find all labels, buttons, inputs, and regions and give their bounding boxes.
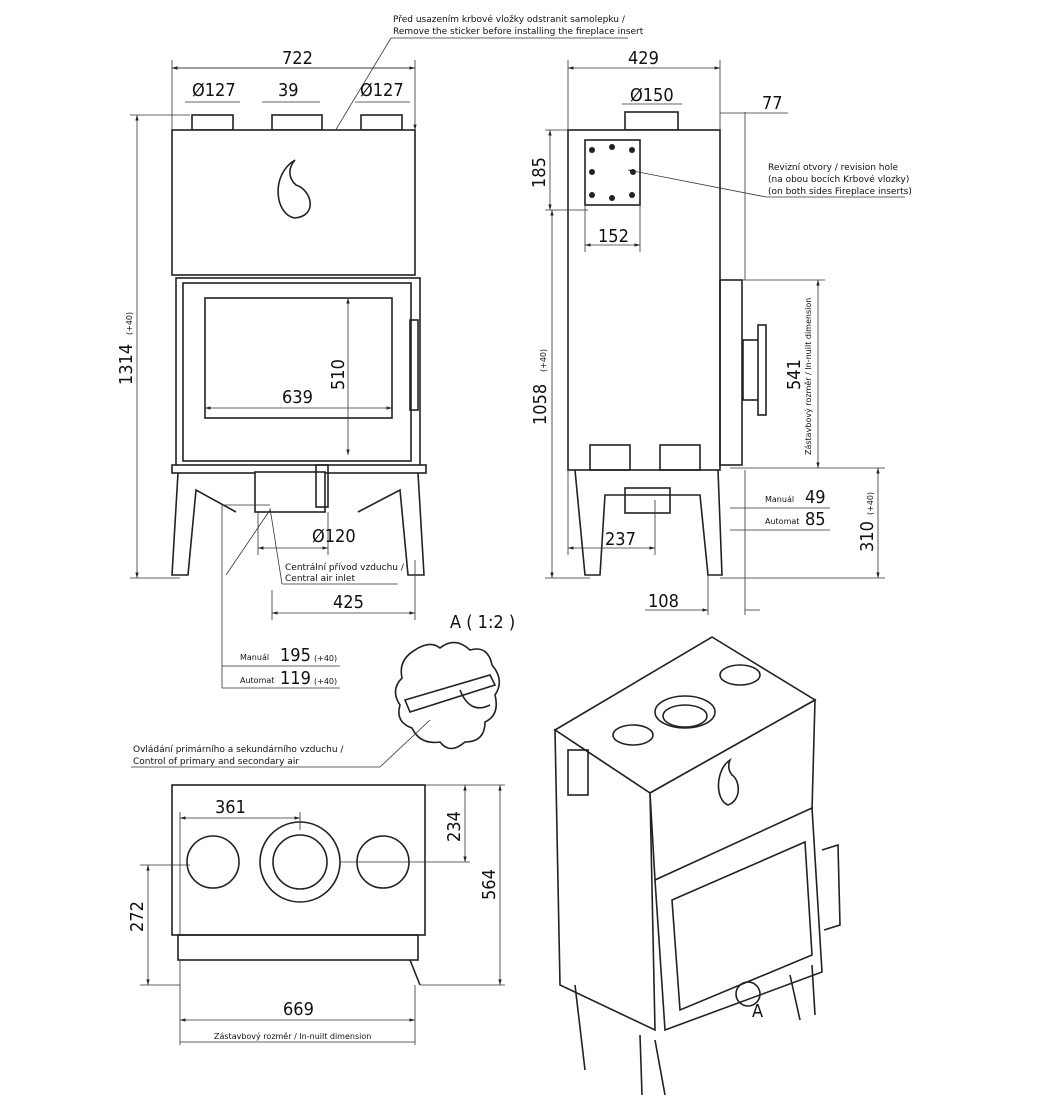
dim-top-width: 669 xyxy=(283,999,314,1020)
dim-side-collar: Ø150 xyxy=(630,85,674,106)
side-automat-label: Automat xyxy=(765,517,799,526)
dim-side-depth: 429 xyxy=(628,48,659,69)
dim-plate-height: 185 xyxy=(529,157,550,188)
dim-top-depth-center: 234 xyxy=(444,811,465,842)
sticker-note-en: Remove the sticker before installing the… xyxy=(393,27,644,37)
dim-glass-height: 510 xyxy=(328,359,349,390)
built-in-note-side: Zástavbový rozměr / In-nuilt dimension xyxy=(804,298,813,455)
air-inlet-note-en: Central air inlet xyxy=(285,574,355,584)
detail-a-label: A ( 1:2 ) xyxy=(450,612,515,633)
revision-note-2: (na obou bocích Krbové vlozky) xyxy=(768,174,909,185)
isometric-view: A xyxy=(553,636,841,1096)
detail-a: A ( 1:2 ) Ovládání primárního a sekundár… xyxy=(131,612,515,768)
dim-plate-width: 152 xyxy=(598,226,629,247)
revision-note-3: (on both sides Fireplace inserts) xyxy=(768,187,912,197)
dim-automat: 119 xyxy=(280,668,311,689)
built-in-note-top: Zástavbový rozměr / In-nuilt dimension xyxy=(214,1032,371,1041)
dim-glass-width: 639 xyxy=(282,387,313,408)
control-note-cz: Ovládání primárního a sekundárního vzduc… xyxy=(133,745,344,755)
dim-side-height-tol: (+40) xyxy=(539,349,548,372)
dim-leg-tol: (+40) xyxy=(866,492,875,515)
dim-front-height-tol: (+40) xyxy=(125,312,134,335)
dim-front-collar-left: Ø127 xyxy=(192,80,236,101)
dim-leg-height: 310 xyxy=(857,521,878,552)
dim-built-in-height: 541 xyxy=(784,359,805,390)
front-view: 722 Ø127 39 Ø127 1314 (+40) 510 639 Ø120… xyxy=(116,48,427,689)
sticker-note-cz: Před usazením krbové vložky odstranit sa… xyxy=(393,14,626,25)
flame-logo-icon xyxy=(277,159,311,219)
dim-top-depth: 564 xyxy=(479,869,500,900)
dim-side-offset: 77 xyxy=(762,93,783,114)
side-view: 429 Ø150 77 185 152 1058 (+40) Revizní o… xyxy=(529,48,912,615)
dim-automat-tol: (+40) xyxy=(314,677,337,686)
dim-manual-tol: (+40) xyxy=(314,654,337,663)
control-note-en: Control of primary and secondary air xyxy=(133,757,299,767)
dim-top-side: 272 xyxy=(127,901,148,932)
dim-top-center: 361 xyxy=(215,797,246,818)
dim-manual: 195 xyxy=(280,645,311,666)
detail-a-marker: A xyxy=(752,1001,763,1022)
dim-rear: 108 xyxy=(648,591,679,612)
dim-side-height: 1058 xyxy=(530,384,551,425)
manual-label: Manuál xyxy=(240,653,269,662)
dim-front-gap: 39 xyxy=(278,80,299,101)
automat-label: Automat xyxy=(240,676,274,685)
revision-note-1: Revizní otvory / revision hole xyxy=(768,163,898,173)
dim-front-height: 1314 xyxy=(116,344,137,385)
air-inlet-note-cz: Centrální přívod vzduchu / xyxy=(285,563,405,573)
dim-side-manual: 49 xyxy=(805,487,826,508)
dim-front-width: 722 xyxy=(282,48,313,69)
dim-inlet-offset: 425 xyxy=(333,592,364,613)
dim-front-collar-right: Ø127 xyxy=(360,80,404,101)
dim-inlet-depth: 237 xyxy=(605,529,636,550)
top-view: 361 234 564 272 669 Zástavbový rozměr / … xyxy=(127,784,505,1045)
side-manual-label: Manuál xyxy=(765,495,794,504)
dim-inlet-diameter: Ø120 xyxy=(312,526,356,547)
dim-side-automat: 85 xyxy=(805,509,826,530)
